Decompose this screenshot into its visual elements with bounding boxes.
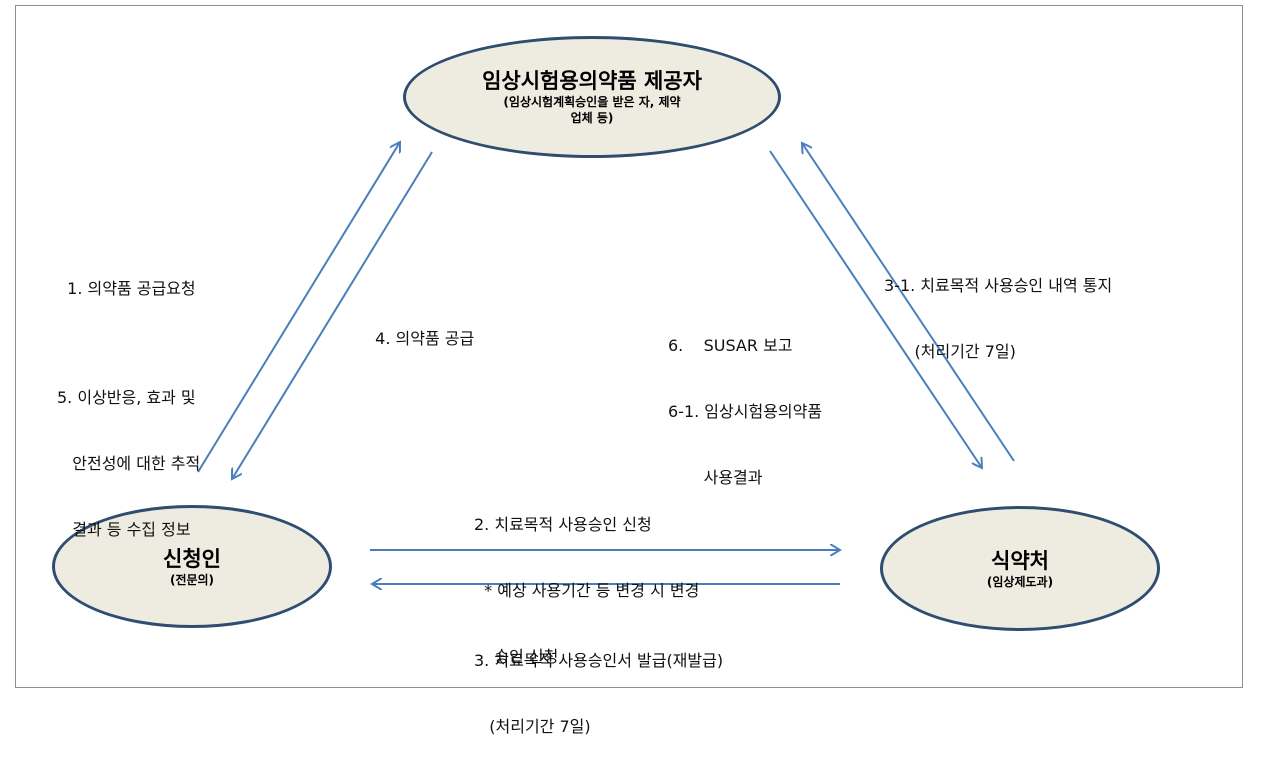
mfds-subtitle: (임상제도과) [986,574,1054,589]
issuance-line1: 3. 치료목적 사용승인서 발급(재발급) [474,651,724,670]
adverse-info-line1: 5. 이상반응, 효과 및 [57,388,196,407]
application-line2: * 예상 사용기간 등 변경 시 변경 [474,581,700,600]
applicant-node: 신청인 (전문의) [52,505,332,628]
approval-notice-line1: 3-1. 치료목적 사용승인 내역 통지 [884,276,1113,295]
arrow-provider-to-applicant [232,151,433,479]
provider-subtitle-line2: 업체 등) [570,111,614,125]
susar-line2: 6-1. 임상시험용의약품 [668,402,823,421]
adverse-info-line2: 안전성에 대한 추적 [57,454,201,473]
application-line1: 2. 치료목적 사용승인 신청 [474,515,652,534]
issuance-line2: (처리기간 7일) [474,717,591,736]
arrow-applicant-to-provider [197,142,400,473]
arrow-provider-to-mfds [769,150,982,468]
provider-title: 임상시험용의약품 제공자 [482,69,702,93]
susar-line3: 사용결과 [668,468,763,487]
label-application: 2. 치료목적 사용승인 신청 * 예상 사용기간 등 변경 시 변경 승인 신… [474,470,699,690]
label-supply-request: 1. 의약품 공급요청 [57,256,196,300]
label-susar: 6. SUSAR 보고 6-1. 임상시험용의약품 사용결과 [668,291,822,511]
label-approval-notice: 3-1. 치료목적 사용승인 내역 통지 (처리기간 7일) [884,231,1112,385]
label-adverse-info: 5. 이상반응, 효과 및 안전성에 대한 추적 결과 등 수집 정보 [57,343,200,563]
mfds-title: 식약처 [991,548,1049,573]
label-supply: 4. 의약품 공급 [365,306,474,350]
supply-request-text: 1. 의약품 공급요청 [67,279,196,298]
applicant-subtitle: (전문의) [169,572,215,587]
adverse-info-line3: 결과 등 수집 정보 [57,520,191,539]
applicant-title: 신청인 [163,546,221,571]
susar-line1: 6. SUSAR 보고 [668,336,793,355]
provider-subtitle-line1: (임상시험계획승인을 받은 자, 제약 [503,95,681,109]
supply-text: 4. 의약품 공급 [375,329,475,348]
approval-notice-line2: (처리기간 7일) [884,342,1016,361]
application-line3: 승인 신청 [474,647,559,666]
provider-node: 임상시험용의약품 제공자 (임상시험계획승인을 받은 자, 제약 업체 등) [403,36,781,158]
label-issuance: 3. 치료목적 사용승인서 발급(재발급) (처리기간 7일) [474,606,723,760]
arrows-layer [197,0,1015,723]
arrow-mfds-to-provider [802,143,1015,462]
mfds-node: 식약처 (임상제도과) [880,506,1160,631]
